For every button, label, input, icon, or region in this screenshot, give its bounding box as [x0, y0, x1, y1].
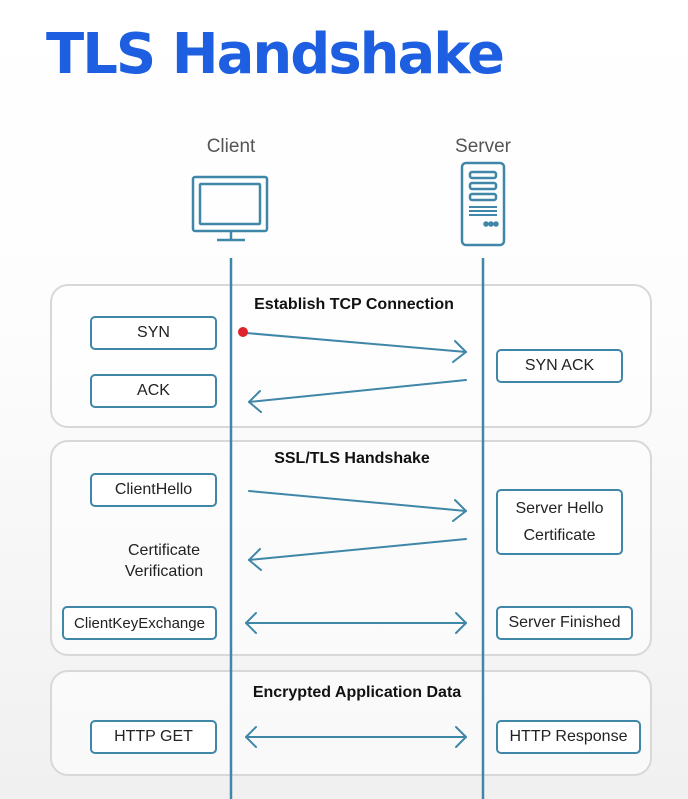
monitor-icon — [191, 175, 269, 242]
server-label: Server — [455, 136, 511, 157]
syn-message: SYN — [90, 316, 217, 350]
server-tower-icon — [460, 161, 506, 247]
clienthello-arrow — [248, 490, 467, 522]
certificate-verification-line-1: Certificate — [127, 542, 201, 559]
clientkeyexchange-message: ClientKeyExchange — [62, 606, 217, 640]
certificate-verification-line-2: Verification — [124, 563, 204, 580]
section-app-data-title: Encrypted Application Data — [252, 684, 462, 701]
certificate-verification-note: Certificate Verification — [90, 540, 238, 582]
cursor-dot — [238, 327, 248, 337]
server-hello-certificate-message: Server Hello Certificate — [496, 489, 623, 555]
http-double-arrow — [245, 726, 467, 748]
syn-arrow — [245, 332, 467, 363]
syn-ack-message: SYN ACK — [496, 349, 623, 383]
server-hello-arrow — [248, 538, 467, 571]
client-label: Client — [206, 136, 256, 157]
certificate-label: Certificate — [523, 526, 596, 544]
http-get-message: HTTP GET — [90, 720, 217, 754]
ack-message: ACK — [90, 374, 217, 408]
key-exchange-double-arrow — [245, 612, 467, 634]
section-tcp-title: Establish TCP Connection — [254, 296, 454, 313]
page-title: TLS Handshake — [46, 22, 505, 87]
section-tls-title: SSL/TLS Handshake — [274, 450, 430, 467]
server-hello-label: Server Hello — [515, 499, 604, 517]
http-response-message: HTTP Response — [496, 720, 641, 754]
clienthello-message: ClientHello — [90, 473, 217, 507]
syn-ack-arrow — [248, 379, 467, 413]
server-finished-message: Server Finished — [496, 606, 633, 640]
